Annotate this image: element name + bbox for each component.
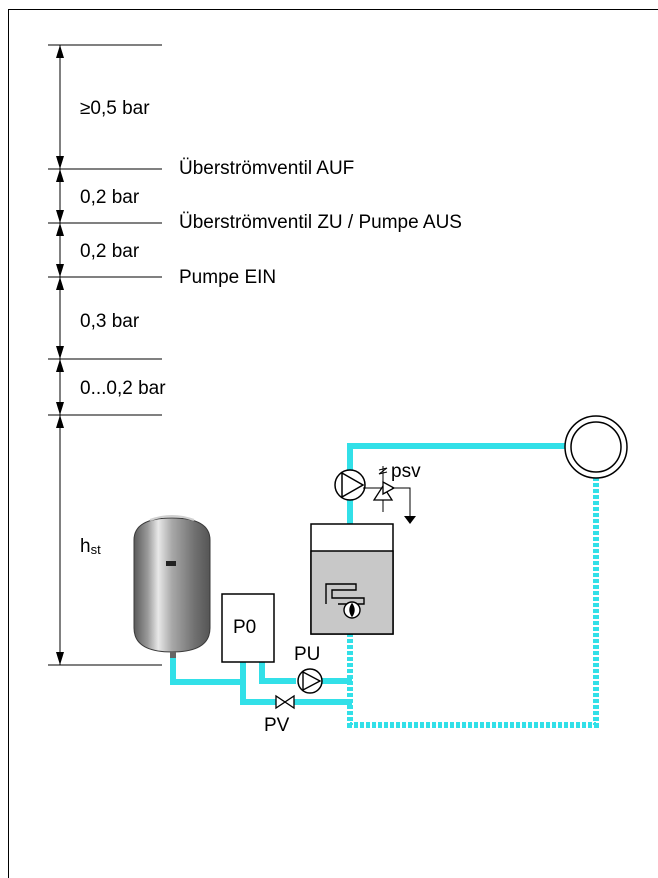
consumer: [564, 415, 628, 479]
burner-icon: [325, 583, 365, 619]
valve-pv-icon: PV: [264, 694, 295, 736]
pump-label: PU: [294, 644, 320, 665]
boiler: [310, 523, 394, 635]
segment-label-3: 0,3 bar: [80, 311, 140, 332]
arrowheads: [56, 45, 64, 665]
level-label-valve-closed-pump-off: Überströmventil ZU / Pumpe AUS: [179, 212, 462, 233]
pipe-to-valve: [240, 682, 276, 705]
pipe-supply-line: [347, 443, 568, 470]
pressure-scale: ≥0,5 bar 0,2 bar 0,2 bar 0,3 bar 0...0,2…: [48, 44, 166, 666]
pipe-vessel: [170, 652, 246, 685]
vessel-badge-icon: [166, 561, 176, 566]
height-label: hst: [80, 536, 101, 557]
valve-label: PV: [264, 715, 290, 736]
segment-label-4: 0...0,2 bar: [80, 378, 166, 399]
circulation-pump-icon: [334, 469, 366, 501]
segment-label-0: ≥0,5 bar: [80, 98, 150, 119]
pipework: [170, 443, 599, 728]
level-label-valve-open: Überströmventil AUF: [179, 158, 354, 179]
segment-label-1: 0,2 bar: [80, 187, 140, 208]
control-unit-label: P0: [233, 617, 256, 638]
pump-pu-icon: PU: [294, 644, 323, 694]
diagram-frame: [8, 9, 658, 878]
safety-valve-icon: psv: [363, 461, 421, 524]
segment-label-2: 0,2 bar: [80, 241, 140, 262]
control-unit: P0: [221, 593, 275, 663]
level-labels: Überströmventil AUF Überströmventil ZU /…: [179, 158, 462, 288]
pipe-return-line: [347, 478, 599, 728]
expansion-vessel: [133, 515, 211, 658]
safety-valve-label: psv: [391, 461, 421, 482]
level-label-pump-on: Pumpe EIN: [179, 267, 276, 288]
pipe-to-pump: [259, 662, 296, 684]
